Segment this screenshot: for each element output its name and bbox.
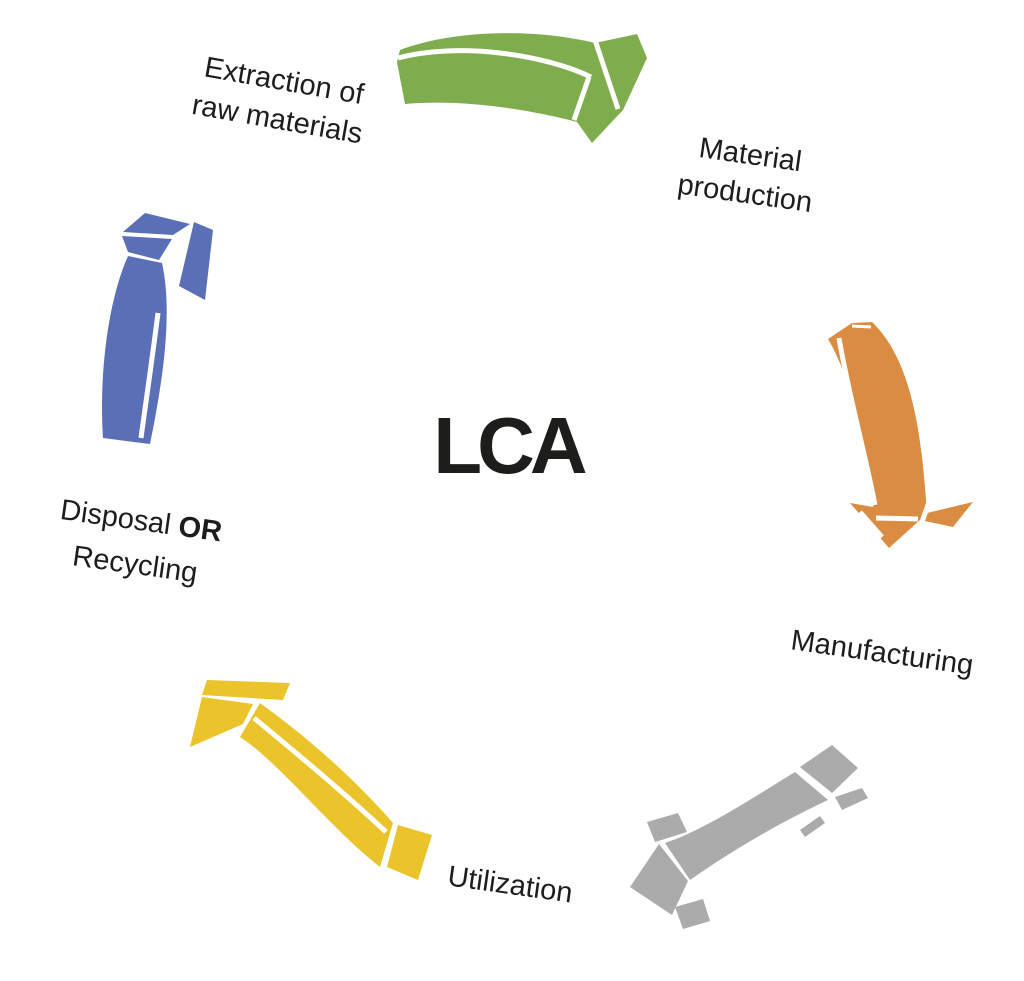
blue-arrow-head-top-face	[123, 213, 190, 235]
disposal-or-bold: OR	[176, 510, 224, 549]
blue-arrow-head-side-face	[179, 222, 213, 300]
lca-title: LCA	[433, 401, 587, 490]
blue-arrow-body	[102, 256, 167, 444]
blue-arrow-head-front	[122, 236, 172, 260]
orange-arrow-tail-seam	[851, 324, 872, 329]
orange-arrow-strip-seam	[836, 337, 878, 506]
gray-arrow-tail-cap	[800, 745, 858, 793]
blue-arrow-strip-seam	[138, 312, 161, 439]
arrow-disposal-to-extraction-icon	[102, 213, 213, 444]
stage-label-disposal-recycling: Disposal OR Recycling	[33, 487, 243, 601]
stage-label-extraction: Extraction of raw materials	[163, 43, 398, 159]
yellow-arrow-strip-seam	[252, 716, 388, 834]
yellow-arrow-head-top-face	[202, 680, 290, 700]
orange-arrow-silhouette	[828, 322, 973, 548]
arrow-utilization-to-disposal-icon	[190, 680, 432, 880]
orange-arrow-leftwing-seam	[858, 510, 884, 539]
stage-label-utilization-text: Utilization	[445, 860, 575, 910]
green-arrow-silhouette	[397, 33, 647, 143]
yellow-arrow-body	[240, 703, 393, 867]
gray-arrow-body	[665, 772, 828, 880]
orange-arrow-rightwing-seam	[919, 501, 932, 523]
gray-arrow-tail-sliver	[835, 788, 868, 810]
yellow-arrow-head-front	[190, 697, 253, 747]
stage-label-utilization: Utilization	[423, 854, 597, 916]
stage-label-manufacturing-text: Manufacturing	[788, 624, 976, 682]
stage-label-manufacturing: Manufacturing	[760, 617, 1003, 689]
arrow-material-to-manufacturing-icon	[828, 322, 973, 548]
gray-arrow-head-upper-wing	[647, 813, 687, 842]
arrow-manufacturing-to-utilization-icon	[630, 745, 868, 929]
orange-arrow-head-seam	[875, 515, 919, 522]
stage-label-material-production: Material production	[650, 124, 844, 227]
gray-arrow-head-tip	[630, 844, 688, 915]
arrow-extraction-to-material-icon	[397, 33, 647, 143]
green-arrow-side-seam	[592, 39, 621, 110]
gray-arrow-head-lower-wing	[675, 899, 710, 929]
green-arrow-head-seam	[571, 76, 592, 121]
yellow-arrow-tail-cap	[387, 825, 432, 880]
green-arrow-top-seam	[397, 48, 593, 80]
gray-arrow-body-sliver	[800, 816, 825, 837]
